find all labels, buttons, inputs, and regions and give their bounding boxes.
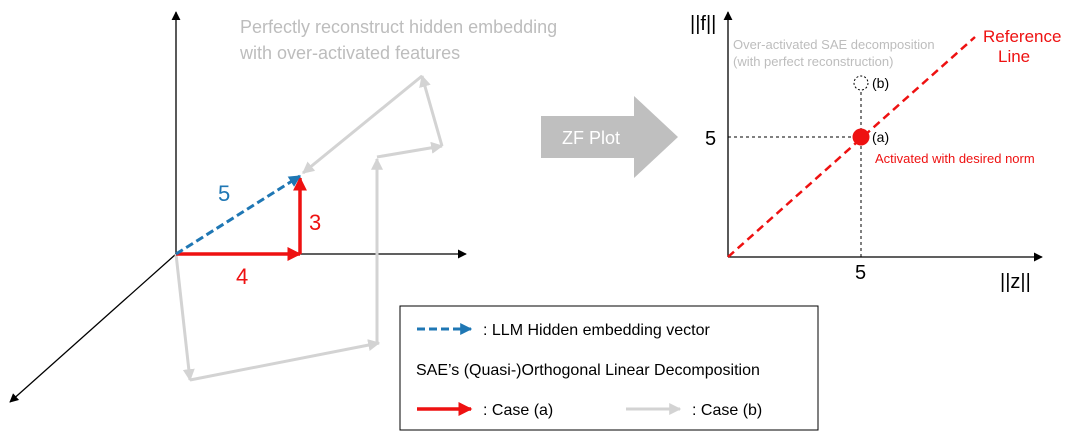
x-axis-label: ||z|| bbox=[1000, 271, 1031, 293]
reference-line-label-line1: Reference bbox=[983, 27, 1061, 46]
hidden-norm-label: 5 bbox=[218, 181, 230, 206]
vertical-component-label: 3 bbox=[309, 210, 321, 235]
case-b-vector-2 bbox=[189, 339, 381, 382]
case-b-vectors bbox=[174, 74, 444, 382]
point-b-label: (b) bbox=[872, 75, 889, 91]
point-a-marker bbox=[852, 128, 870, 146]
legend-case-b-label: : Case (b) bbox=[692, 402, 762, 419]
left-axes bbox=[9, 11, 467, 403]
gray-caption-line2: with over-activated features bbox=[239, 43, 460, 63]
point-a-caption: Activated with desired norm bbox=[875, 151, 1035, 166]
zf-plot-label: ZF Plot bbox=[562, 128, 620, 148]
case-a-vectors bbox=[176, 176, 307, 261]
gray-caption-line1: Perfectly reconstruct hidden embedding bbox=[240, 17, 557, 37]
axis-diagonal bbox=[9, 253, 177, 403]
legend-decomposition-title: SAE’s (Quasi-)Orthogonal Linear Decompos… bbox=[416, 362, 760, 379]
over-activated-caption-line1: Over-activated SAE decomposition bbox=[733, 37, 935, 52]
over-activated-caption-line2: (with perfect reconstruction) bbox=[733, 54, 893, 69]
case-b-vector-4 bbox=[376, 141, 444, 159]
hidden-embedding-vector bbox=[175, 174, 302, 256]
case-b-vector-1 bbox=[174, 253, 195, 382]
zf-plot-arrow-shape bbox=[541, 96, 678, 178]
horizontal-component-label: 4 bbox=[236, 264, 248, 289]
reference-line-label-line2: Line bbox=[998, 47, 1030, 66]
x-tick-label: 5 bbox=[855, 262, 866, 284]
legend-case-a-label: : Case (a) bbox=[483, 402, 553, 419]
zf-plot-arrow: ZF Plot bbox=[541, 96, 678, 178]
legend-hidden-embedding-label: : LLM Hidden embedding vector bbox=[483, 322, 710, 339]
point-a-label: (a) bbox=[872, 129, 889, 145]
reference-line bbox=[727, 36, 976, 258]
case-b-vector-6 bbox=[302, 74, 423, 175]
case-b-vector-5 bbox=[419, 74, 444, 147]
y-tick-label: 5 bbox=[705, 128, 716, 150]
zf-plot: ||f|| ||z|| 5 5 Reference Line Over-acti… bbox=[690, 11, 1061, 293]
legend: : LLM Hidden embedding vector SAE’s (Qua… bbox=[399, 305, 819, 431]
y-axis-label: ||f|| bbox=[690, 13, 716, 35]
point-b-marker bbox=[853, 75, 869, 91]
